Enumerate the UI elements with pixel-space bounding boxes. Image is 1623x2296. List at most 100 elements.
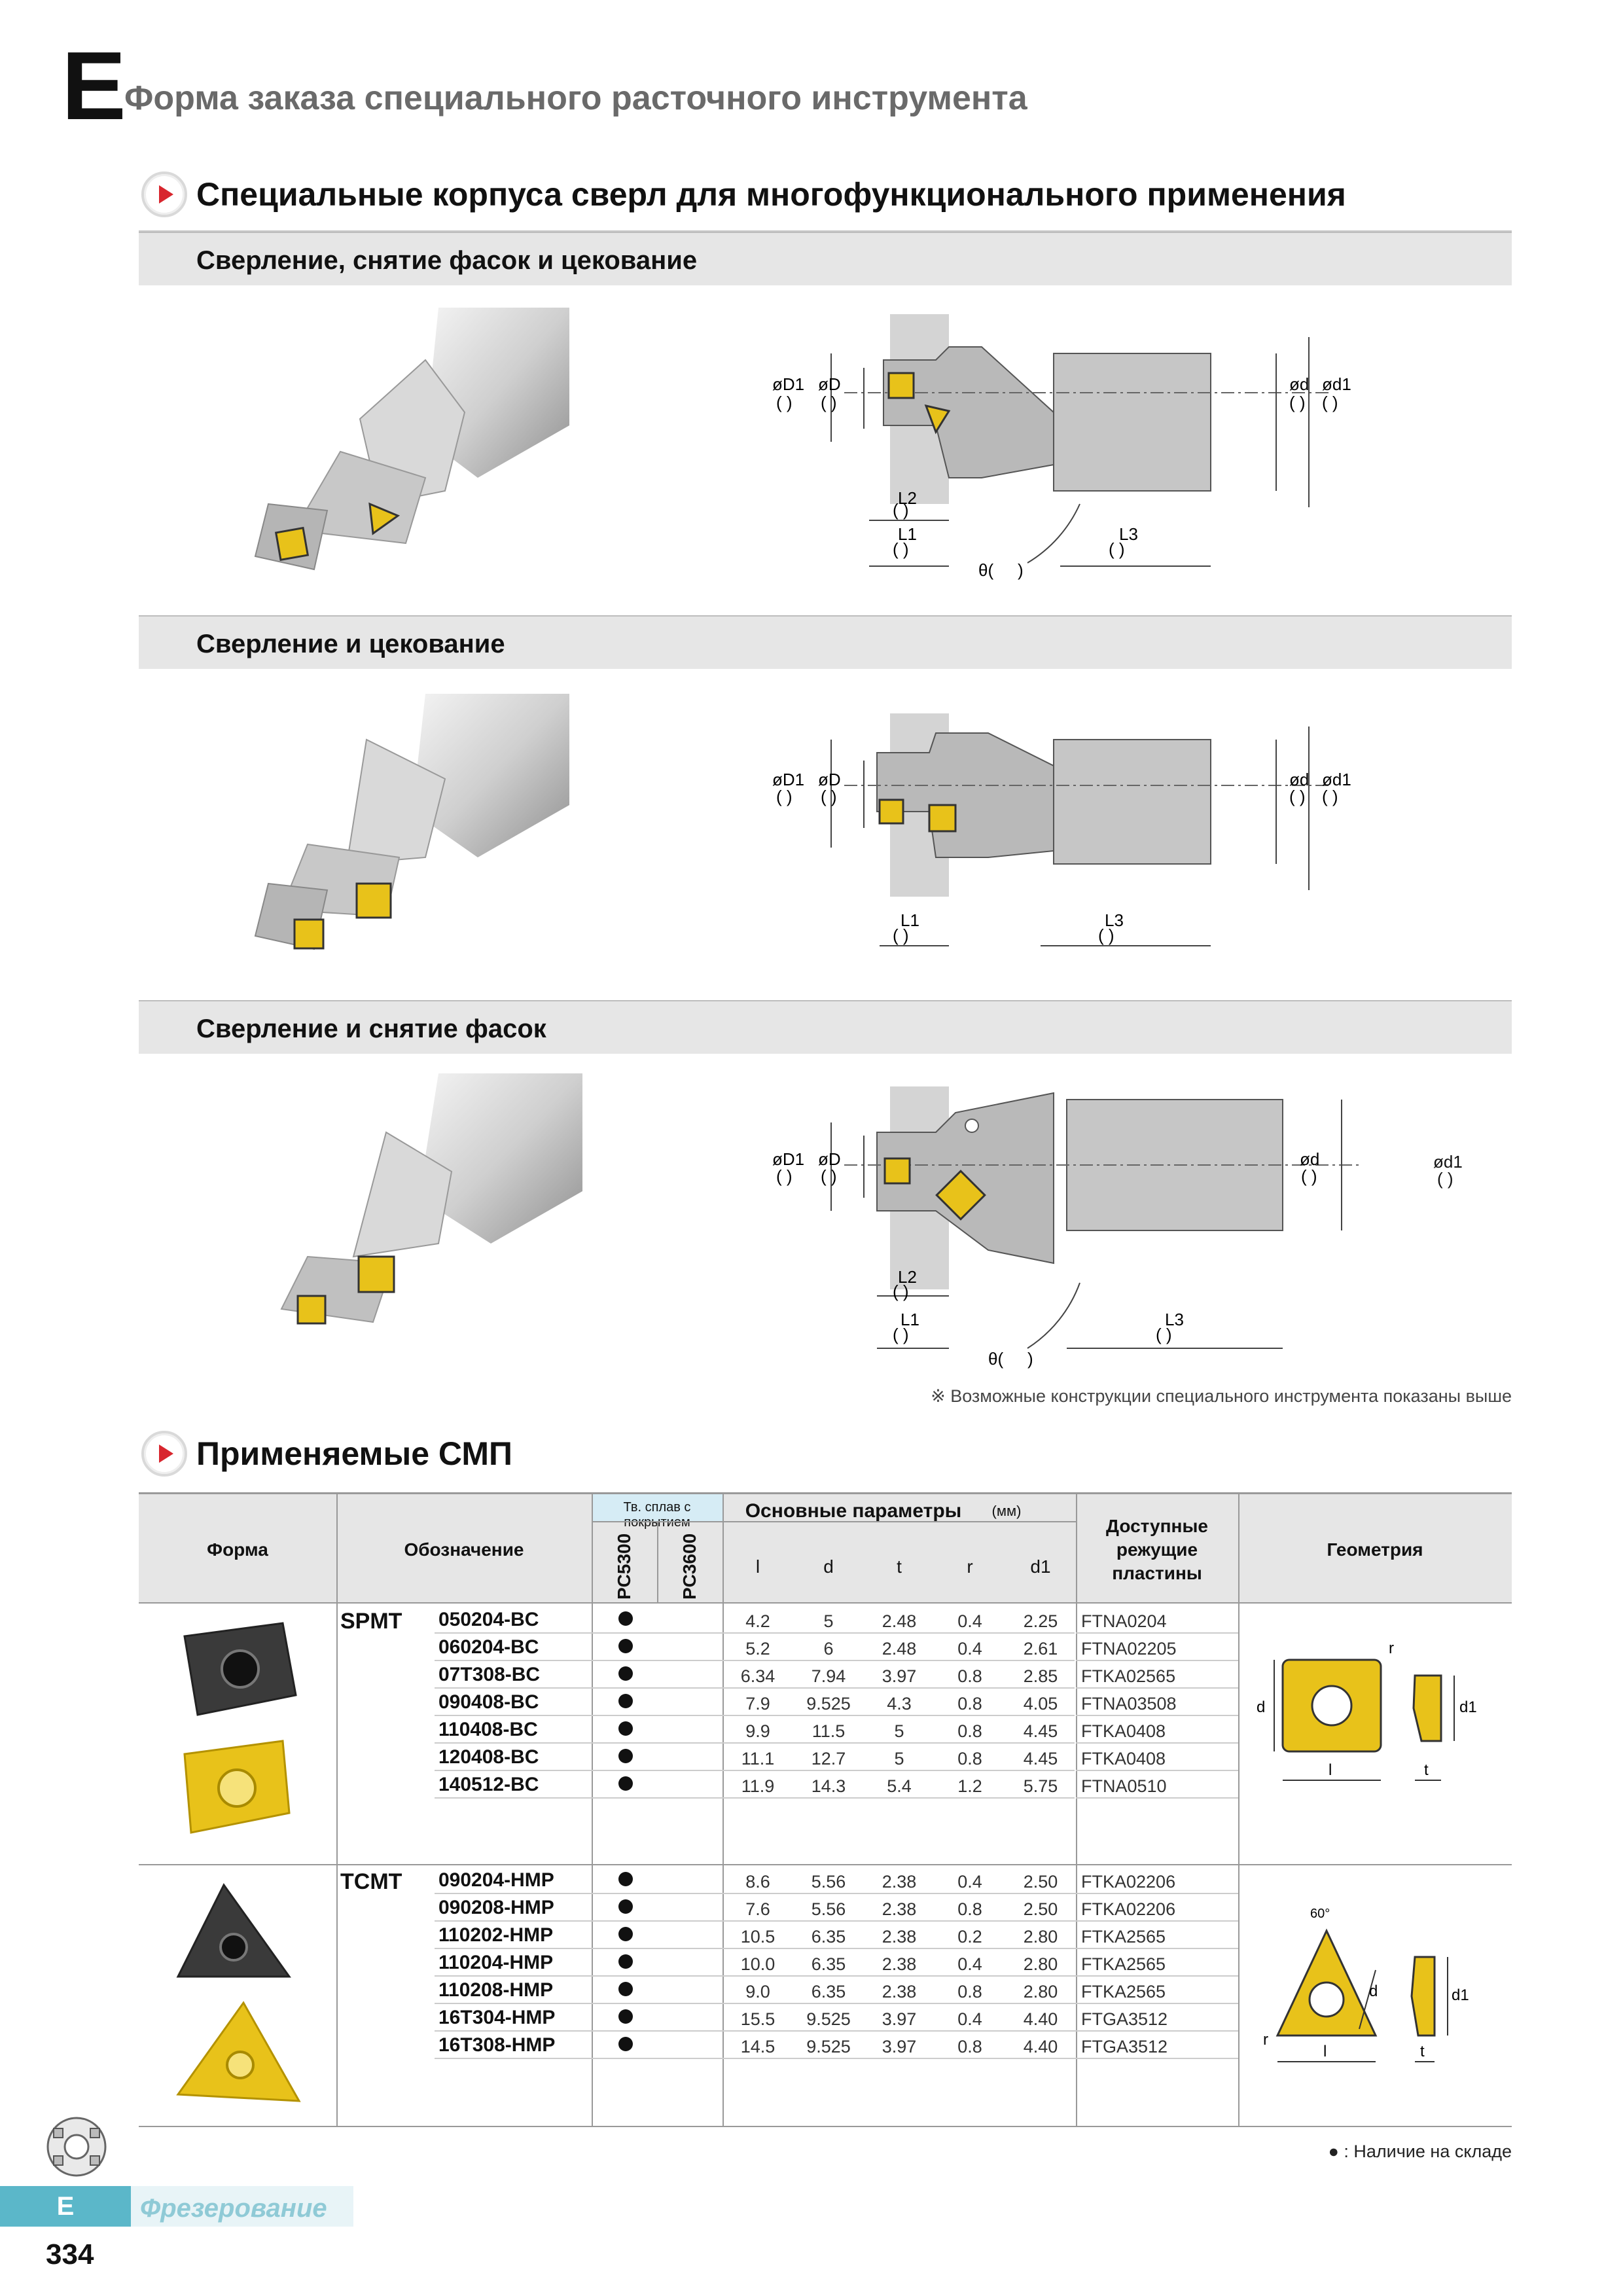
label-blank: ( ) [1109, 539, 1125, 559]
insert-code: 090208-HMP [438, 1897, 554, 1918]
row-divider [435, 2030, 1238, 2032]
insert-icon [368, 502, 401, 535]
insert-icon [357, 1255, 395, 1293]
cell-l: 4.2 [745, 1611, 770, 1631]
cell-insert: FTNA0204 [1081, 1611, 1167, 1631]
row-divider [435, 1742, 1075, 1744]
series-label: TCMT [340, 1869, 402, 1894]
cell-d: 12.7 [811, 1749, 846, 1768]
cell-d: 9.525 [806, 2037, 851, 2056]
note-text: ※ Возможные конструкции специального инс… [931, 1386, 1512, 1406]
label-blank: ( ) [776, 787, 793, 806]
cell-insert: FTKA2565 [1081, 1927, 1166, 1946]
cell-t: 2.38 [882, 1872, 917, 1892]
row-divider [435, 1770, 1075, 1771]
cell-insert: FTKA02206 [1081, 1899, 1176, 1919]
play-icon [141, 1431, 187, 1477]
insert-code: 16T308-HMP [438, 2034, 556, 2056]
cell-d1: 2.50 [1023, 1872, 1058, 1892]
cell-r: 0.8 [957, 1694, 982, 1713]
cell-d1: 2.80 [1023, 1982, 1058, 2001]
cell-l: 6.34 [740, 1666, 776, 1686]
legend-text: ● : Наличие на складе [1328, 2142, 1512, 2161]
cell-t: 2.38 [882, 1954, 917, 1974]
insert-icon [887, 372, 915, 399]
cell-insert: FTKA02565 [1081, 1666, 1176, 1686]
label-d1: ød1 [1433, 1152, 1463, 1172]
label-blank: ( ) [1289, 393, 1306, 412]
label-blank: ( ) [893, 500, 909, 520]
insert-icon [883, 1157, 911, 1185]
geo-d1: d1 [1452, 1986, 1469, 2004]
geo-l: l [1329, 1761, 1332, 1779]
header-unit: (мм) [991, 1503, 1022, 1519]
section-header: Специальные корпуса сверл для многофункц… [141, 171, 1346, 217]
stock-dot [618, 2037, 633, 2051]
label-blank: ( ) [1289, 787, 1306, 806]
header-inserts-3: пластины [1112, 1563, 1202, 1583]
divider [336, 1492, 338, 2127]
cell-insert: FTKA02206 [1081, 1872, 1176, 1892]
insert-code: 110408-BC [438, 1719, 538, 1740]
cell-d1: 2.25 [1023, 1611, 1058, 1631]
cell-r: 0.4 [957, 1872, 982, 1892]
row-divider [1076, 1715, 1238, 1716]
label-L2: L2 [898, 488, 917, 508]
stock-dot [618, 1872, 633, 1886]
cell-d1: 4.40 [1023, 2009, 1058, 2029]
cell-l: 14.5 [740, 2037, 776, 2056]
stock-dot [618, 1694, 633, 1708]
row-divider [435, 1632, 1075, 1634]
cell-r: 0.8 [957, 1749, 982, 1768]
row-divider [1076, 1632, 1238, 1634]
cell-d: 5.56 [811, 1899, 846, 1919]
label-D: øD [818, 374, 841, 394]
insert-code: 110208-HMP [438, 1979, 554, 2001]
row-divider [435, 1920, 1238, 1922]
stock-dot [618, 2009, 633, 2024]
cell-d1: 2.61 [1023, 1639, 1058, 1659]
cell-r: 0.8 [957, 1721, 982, 1741]
label-d: ød [1300, 1149, 1319, 1169]
insert-icon [928, 804, 957, 833]
stock-dot [618, 1721, 633, 1736]
cell-l: 9.9 [745, 1721, 770, 1741]
cell-d: 9.525 [806, 2009, 851, 2029]
label-blank: ( ) [1098, 925, 1115, 945]
cell-l: 9.0 [745, 1982, 770, 2001]
cell-l: 11.1 [741, 1749, 775, 1768]
cell-d: 11.5 [812, 1721, 846, 1741]
play-icon [141, 171, 187, 217]
insert-icon [878, 798, 904, 825]
tool-image [254, 308, 569, 571]
label-D: øD [818, 1149, 841, 1169]
cell-d: 14.3 [811, 1776, 846, 1796]
cell-d1: 2.50 [1023, 1899, 1058, 1919]
insert-code: 120408-BC [438, 1746, 539, 1768]
cell-t: 5.4 [887, 1776, 912, 1796]
label-D1: øD1 [772, 1149, 804, 1169]
stock-dot [618, 1776, 633, 1791]
insert-icon [274, 526, 310, 562]
page-title: Форма заказа специального расточного инс… [124, 79, 1027, 117]
stock-dot [618, 1927, 633, 1941]
stock-dot [618, 1749, 633, 1763]
stock-dot [618, 1611, 633, 1626]
geo-t: t [1424, 1761, 1429, 1779]
cell-insert: FTGA3512 [1081, 2037, 1168, 2056]
insert-icon [355, 882, 392, 919]
footer-tab: E [0, 2186, 131, 2227]
cell-r: 0.4 [957, 2009, 982, 2029]
insert-icon [935, 1170, 986, 1221]
subsection-title: Сверление и цекование [196, 630, 505, 658]
label-L3: L3 [1165, 1310, 1184, 1329]
row-divider [435, 1715, 1075, 1716]
geo-r: r [1389, 1640, 1394, 1657]
header-t: t [897, 1556, 902, 1577]
divider [722, 1492, 724, 2127]
geo-d: d [1257, 1698, 1265, 1716]
stock-dot [618, 1899, 633, 1914]
cell-insert: FTKA0408 [1081, 1749, 1166, 1768]
insert-code: 140512-BC [438, 1774, 539, 1795]
label-blank: ( ) [1437, 1169, 1454, 1189]
